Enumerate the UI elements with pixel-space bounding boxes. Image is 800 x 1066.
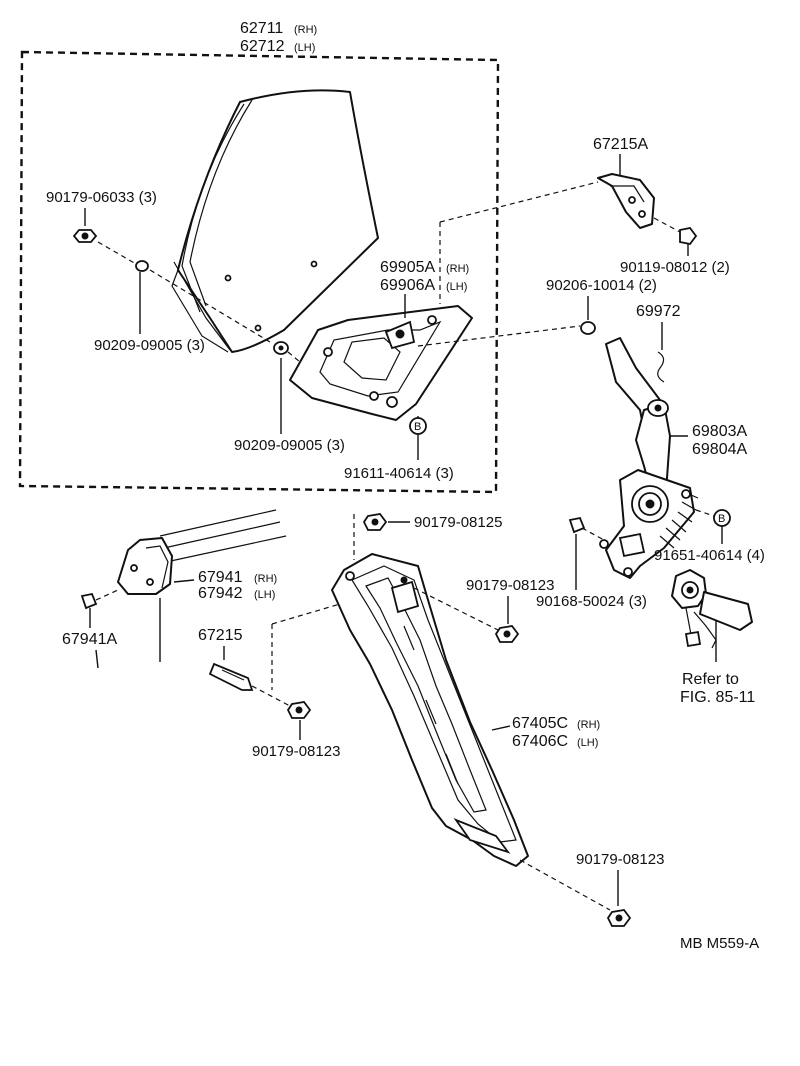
label-washer-10014: 90206-10014 (2) — [546, 277, 657, 294]
glass-lh-number: 62712 — [240, 38, 285, 55]
washer-icon — [580, 321, 596, 335]
label-channel-rh: 69905A — [380, 259, 435, 276]
screw-50024-group: 90168-50024 (3) — [536, 516, 647, 610]
washer-09005-b-group: 90209-09005 (3) — [234, 341, 345, 454]
label-stopper-rh: 67941 — [198, 569, 243, 586]
label-bolt-67941A: 67941A — [62, 631, 117, 648]
door-glass — [171, 89, 379, 353]
label-bolt-40614-4: 91651-40614 (4) — [654, 547, 765, 564]
label-stopper-rh-side: (RH) — [254, 573, 277, 585]
b-marker-1: B — [414, 421, 421, 433]
screw-icon — [568, 516, 586, 534]
label-panel-lh: 67406C — [512, 733, 568, 750]
label-panel-lh-side: (LH) — [577, 737, 598, 749]
label-channel-lh-side: (LH) — [446, 281, 467, 293]
glass-rh-side: (RH) — [294, 24, 317, 36]
label-refer-line2: FIG. 85-11 — [680, 689, 755, 706]
label-bolt-08012: 90119-08012 (2) — [620, 259, 730, 276]
label-screw-50024: 90168-50024 (3) — [536, 593, 647, 610]
bolt-40614-4-group: B 91651-40614 (4) — [654, 509, 765, 564]
nut-08123-c-group: 90179-08123 — [519, 851, 664, 927]
bolt-40614-3-group: B 91611-40614 (3) — [344, 416, 454, 482]
label-panel-rh: 67405C — [512, 715, 568, 732]
bolt-icon — [208, 662, 254, 691]
bolt-icon — [679, 227, 698, 245]
label-stopper-lh-side: (LH) — [254, 589, 275, 601]
washer-10014-group: 90206-10014 (2) 69972 — [546, 277, 681, 383]
label-channel-lh: 69906A — [380, 277, 435, 294]
label-washer-09005-b: 90209-09005 (3) — [234, 437, 345, 454]
label-glass: 62711 (RH) 62712 (LH) — [240, 20, 317, 55]
regulator-motor: Refer to FIG. 85-11 — [671, 569, 755, 706]
label-nut-08123-b: 90179-08123 — [252, 743, 340, 760]
label-regulator-rh: 69803A — [692, 423, 747, 440]
sector-gear-teeth — [659, 491, 699, 549]
glass-assembly-boundary — [18, 50, 500, 494]
label-nut-08123-c: 90179-08123 — [576, 851, 664, 868]
label-regulator-lh: 69804A — [692, 441, 747, 458]
label-bolt-67215: 67215 — [198, 627, 243, 644]
bolt-icon — [80, 592, 98, 610]
label-panel-rh-side: (RH) — [577, 719, 600, 731]
label-channel-rh-side: (RH) — [446, 263, 469, 275]
label-stopper-lh: 67942 — [198, 585, 243, 602]
clip-icon — [657, 351, 665, 383]
guide-line — [417, 325, 581, 347]
diagram-code: MB M559-A — [680, 935, 759, 952]
stopper-bracket: 67941 (RH) 67942 (LH) — [95, 509, 287, 669]
label-nut-08123-a: 90179-08123 — [466, 577, 554, 594]
guide-line — [439, 181, 599, 223]
label-refer-line1: Refer to — [682, 671, 739, 688]
nut-08125-group: 90179-08125 — [353, 513, 502, 560]
bracket-67215A: 67215A 90119-08012 (2) — [593, 136, 730, 276]
nut-08123-b-group: 90179-08123 — [252, 701, 340, 760]
label-bracket-67215A: 67215A — [593, 136, 648, 153]
label-washer-09005-a: 90209-09005 (3) — [94, 337, 205, 354]
label-clip-69972: 69972 — [636, 303, 681, 320]
guide-line — [271, 603, 341, 625]
bolt-67941A-group: 67941A — [62, 589, 119, 648]
glass-rh-number: 62711 — [240, 20, 283, 37]
b-marker-2: B — [718, 513, 725, 525]
sash-channel: 69905A (RH) 69906A (LH) — [289, 259, 473, 421]
window-regulator: 69803A 69804A — [599, 337, 747, 579]
label-nut-08125: 90179-08125 — [414, 514, 502, 531]
nut-08123-a-group: 90179-08123 — [413, 577, 554, 643]
label-nut-06033: 90179-06033 (3) — [46, 189, 157, 206]
door-panel: 67405C (RH) 67406C (LH) — [331, 553, 600, 867]
nut-06033-group: 90179-06033 (3) 90209-09005 (3) — [46, 189, 271, 354]
bolt-67215-group: 67215 — [198, 603, 341, 707]
washer-icon — [135, 260, 149, 272]
label-bolt-40614-3: 91611-40614 (3) — [344, 465, 454, 482]
glass-lh-side: (LH) — [294, 42, 315, 54]
